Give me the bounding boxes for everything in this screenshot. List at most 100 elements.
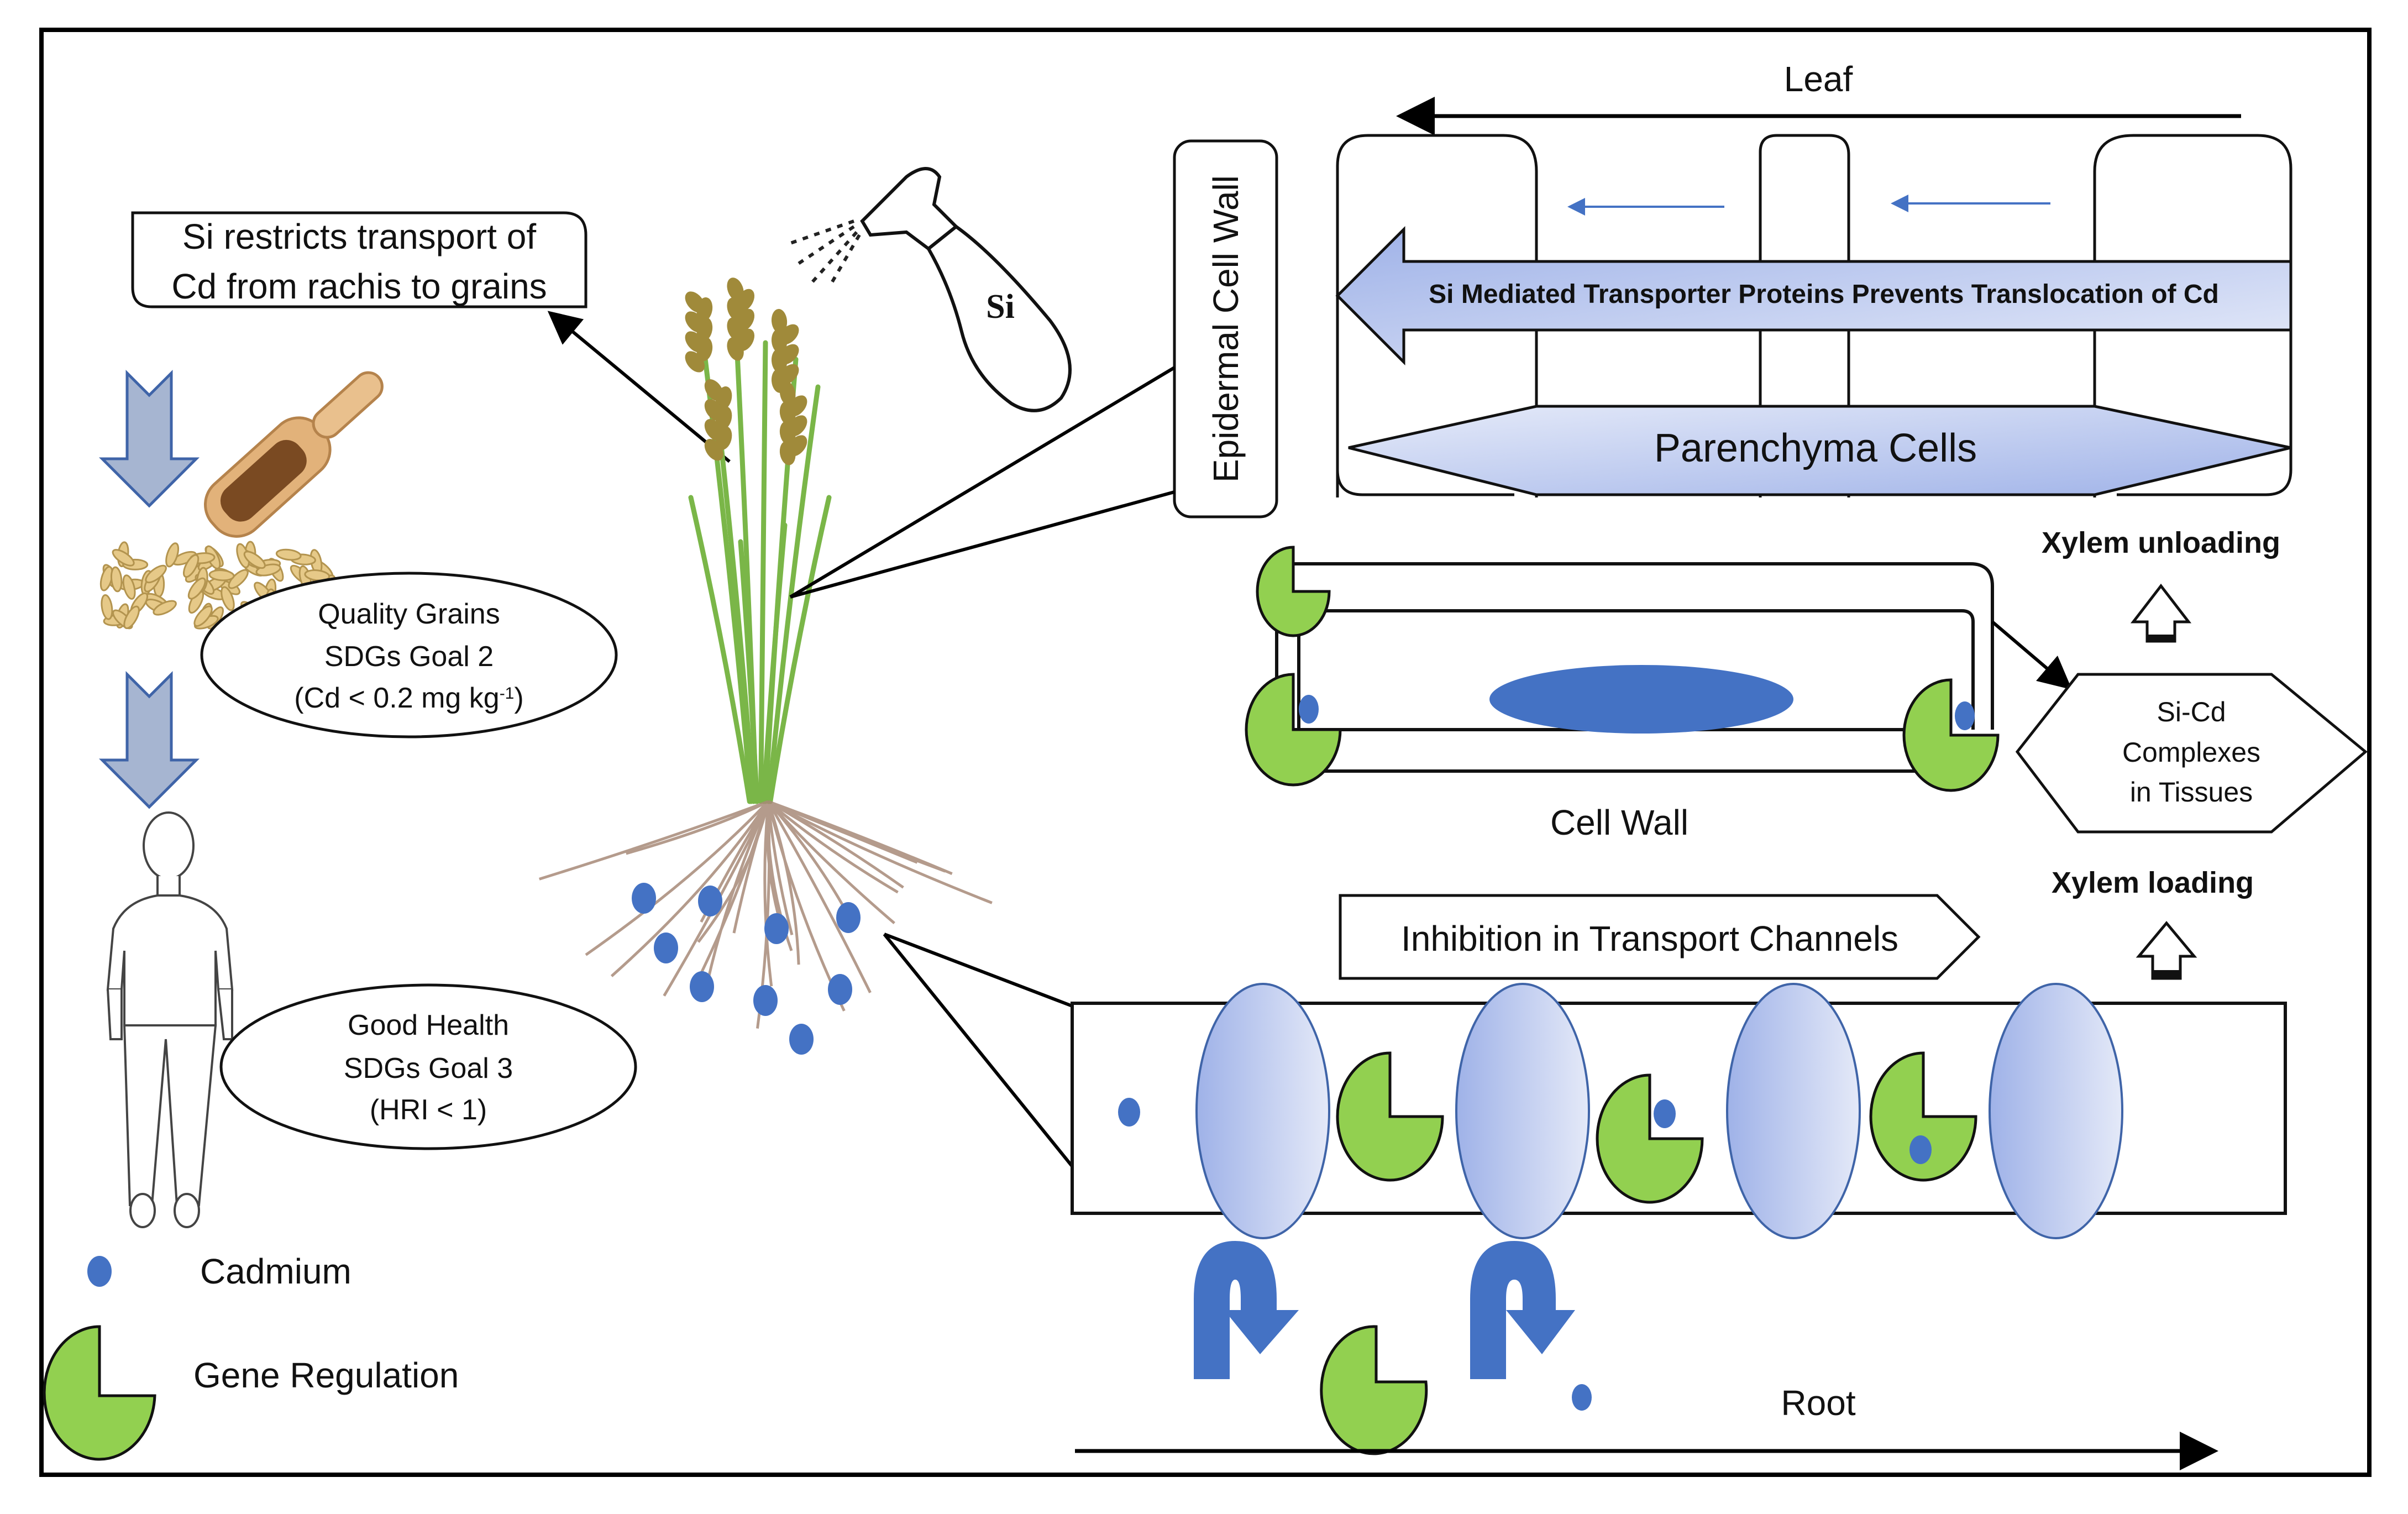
cadmium-particle <box>1118 1098 1140 1127</box>
rice-grain <box>182 554 200 578</box>
rice-stem <box>716 417 757 804</box>
cadmium-particle <box>828 974 852 1005</box>
rice-panicle <box>771 308 788 333</box>
cadmium-particle <box>1299 695 1319 724</box>
rice-panicle <box>727 337 744 361</box>
rice-grain <box>145 564 167 584</box>
complex-pointer-arrow <box>1991 620 2073 690</box>
rice-panicle <box>696 337 713 362</box>
legend: Cadmium Gene Regulation <box>43 1251 459 1461</box>
complex-line1: Si-Cd <box>2157 696 2226 727</box>
rice-grain <box>193 605 213 627</box>
cadmium-particle <box>764 913 789 944</box>
transport-channel <box>1455 983 1590 1239</box>
efflux-uturn-arrow-icon <box>1470 1241 1575 1379</box>
rice-panicle <box>685 351 705 373</box>
top-callout-line1: Si restricts transport of <box>182 217 536 256</box>
legend-gene-regulation-label: Gene Regulation <box>193 1355 459 1395</box>
cell-wall-label: Cell Wall <box>1550 803 1688 842</box>
rice-grain <box>187 577 206 600</box>
complex-line2: Complexes <box>2122 737 2260 768</box>
rice-grain <box>304 569 330 581</box>
rice-stem <box>738 539 760 804</box>
callout-pointer-arrow <box>547 311 731 463</box>
gene-regulation-marker <box>1256 546 1331 637</box>
cadmium-particle <box>698 886 722 916</box>
gene-regulation-marker <box>1336 1051 1444 1182</box>
rice-stem <box>766 384 821 804</box>
xylem-loading-label: Xylem loading <box>2052 866 2254 899</box>
cadmium-particle <box>632 883 656 914</box>
si-cd-complex-hexagon: Si-Cd Complexes in Tissues <box>2015 673 2368 834</box>
root-strand <box>732 801 770 934</box>
rice-panicle <box>715 406 732 431</box>
rice-plant-icon <box>539 277 993 1055</box>
cadmium-particle <box>1572 1384 1592 1411</box>
cadmium-particle <box>654 933 678 963</box>
spray-si-label: Si <box>986 288 1015 326</box>
spray-bottle-icon: Si <box>860 167 1072 412</box>
human-figure-icon <box>106 811 234 1228</box>
root-strand <box>767 800 993 904</box>
top-callout-box: Si restricts transport of Cd from rachis… <box>131 211 587 308</box>
rice-stem <box>758 340 768 804</box>
zoom-line <box>883 933 1074 1167</box>
rice-panicle <box>779 401 796 426</box>
rice-panicle <box>771 348 788 373</box>
root-label: Root <box>1781 1383 1855 1423</box>
epidermal-cell-wall-label: Epidermal Cell Wall <box>1206 175 1246 483</box>
rice-panicle <box>779 441 796 465</box>
rice-grain <box>275 548 302 561</box>
quality-grains-ellipse: Quality Grains SDGs Goal 2 (Cd < 0.2 mg … <box>200 572 618 738</box>
root-strand <box>767 801 794 935</box>
cadmium-particle <box>1654 1099 1676 1128</box>
inhibition-callout: Inhibition in Transport Channels <box>1339 894 1981 980</box>
rice-grain <box>208 569 235 581</box>
root-strand <box>768 800 953 875</box>
rice-grain <box>123 605 140 630</box>
cadmium-particle <box>836 902 861 933</box>
rice-grain <box>165 542 180 568</box>
cadmium-particle <box>753 985 778 1016</box>
zoom-line <box>789 366 1176 599</box>
root-gene-regulation-markers <box>1336 1051 1977 1204</box>
root-strand <box>610 800 770 977</box>
cadmium-legend-icon <box>87 1256 112 1287</box>
cadmium-particle <box>690 971 714 1002</box>
legend-cadmium-label: Cadmium <box>200 1251 352 1291</box>
transport-channel <box>1726 983 1861 1239</box>
xylem-loading-up-arrow-icon <box>2136 921 2197 980</box>
inhibition-label: Inhibition in Transport Channels <box>1401 919 1898 958</box>
health-line1: Good Health <box>348 1009 509 1041</box>
rice-panicle <box>715 426 732 450</box>
rice-panicle <box>771 328 788 353</box>
rice-stem <box>768 495 832 804</box>
root-strand <box>539 800 769 881</box>
gene-regulation-marker <box>1245 673 1342 787</box>
rice-stem <box>688 495 752 804</box>
cadmium-particle <box>1909 1135 1932 1164</box>
gene-regulation-legend-icon <box>43 1325 156 1461</box>
grains-line2: SDGs Goal 2 <box>324 641 494 673</box>
si-transport-band-arrow: Si Mediated Transporter Proteins Prevent… <box>1335 226 2292 366</box>
rice-panicle <box>779 421 796 446</box>
efflux-uturn-arrow-icon <box>1194 1241 1299 1379</box>
parenchyma-label: Parenchyma Cells <box>1654 426 1977 470</box>
health-line3: (HRI < 1) <box>370 1094 487 1126</box>
xylem-unloading-label: Xylem unloading <box>2042 526 2280 559</box>
si-transport-label: Si Mediated Transporter Proteins Prevent… <box>1429 280 2219 309</box>
leaf-label: Leaf <box>1784 59 1853 99</box>
root-strand <box>585 800 769 956</box>
root-strand <box>626 800 769 855</box>
zoom-line <box>790 490 1175 599</box>
nucleus <box>1489 665 1793 734</box>
rice-grain <box>110 566 123 593</box>
good-health-ellipse: Good Health SDGs Goal 3 (HRI < 1) <box>219 983 637 1150</box>
parenchyma-cells-band: Parenchyma Cells <box>1348 405 2291 496</box>
rice-grain <box>101 594 113 620</box>
root-strand <box>767 800 899 894</box>
gene-regulation-marker <box>1902 678 2000 792</box>
epidermal-cell-wall-box: Epidermal Cell Wall <box>1173 139 1278 518</box>
rice-panicle <box>779 381 796 406</box>
